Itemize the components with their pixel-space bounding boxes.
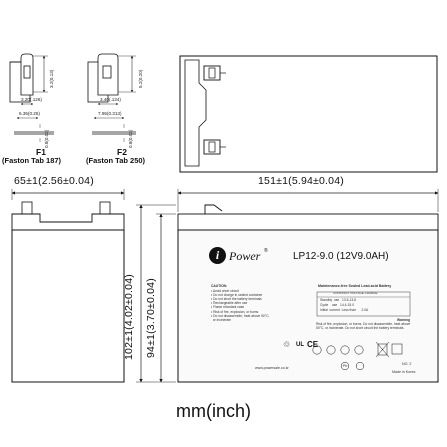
pb-label: Pb (343, 364, 348, 368)
recycle-icon: ♲ (283, 340, 291, 349)
terminal-f2-drawing (87, 53, 136, 142)
warning-line-1: 50°C, or incinerate. Do not short circui… (316, 326, 405, 330)
brand-registered-mark: ® (264, 248, 268, 254)
f2-desc: (Faston Tab 250) (86, 156, 146, 165)
f1-dim-d: 3.2(0.13) (49, 69, 54, 88)
f1-desc: (Faston Tab 187) (2, 156, 62, 165)
dimension-lines (11, 189, 439, 383)
ce-mark-icon: CE (307, 340, 319, 349)
charge-row-0: Standby use 13.5-13.8 (320, 298, 356, 302)
f1-dim-a: 3.20(.126) (21, 97, 42, 102)
label-subtitle: Maintenance-free Sealed Lead-acid Batter… (318, 284, 392, 288)
caution-item: • Do not charge in sealed container (211, 293, 263, 298)
side-view-drawing (11, 201, 125, 383)
caution-title: CAUTION: (211, 284, 228, 288)
voltage-header: CONSTANT VOLTAGE CHARGE (333, 291, 378, 295)
caution-item: or incinerate (211, 317, 231, 322)
f2-dim-d: 5.2(0.20) (138, 69, 143, 88)
made-in: Made in Korea (392, 370, 416, 374)
f1-dim-c: 0.8(0.03) (44, 129, 49, 148)
warning-line-0: Risk of fire, explosion, or burns. Do no… (316, 322, 411, 326)
caution-item: • Do not disassemble, heat above 50°C, (211, 313, 270, 318)
website: www.powersale.co.kr (255, 366, 289, 370)
caution-item: • Flame retardant case (211, 305, 245, 310)
dimension-length: 151±1(5.94±0.04) (258, 175, 344, 187)
f1-dim-b: 6.35(0.25) (19, 111, 40, 116)
dimension-case-height: 94±1(3.70±0.04) (145, 278, 157, 358)
caution-item: • Rechargeable after use (211, 301, 248, 306)
dimension-total-height: 102±1(4.02±0.04) (123, 274, 135, 360)
ul-mark-icon: UL (296, 342, 304, 348)
charge-row-2: Initial current Less than 2.0A (320, 308, 369, 312)
f2-dim-c: 0.8(0.03) (128, 129, 133, 148)
charge-row-1: Cycle use 14.4-15.0 (320, 303, 354, 307)
caution-item: • Avoid short circuit (211, 289, 239, 293)
f2-dim-b: 7.95(0.313) (98, 111, 122, 116)
caution-item: • Do not short the battery terminals (211, 297, 262, 302)
brand-logo-icon: i (209, 247, 226, 264)
f2-name: F2 (117, 147, 127, 157)
lot-number: NO. 2 (402, 362, 412, 366)
top-view-drawing (179, 55, 438, 173)
caution-item: • Risk of fire, explosion, or burns (211, 309, 259, 314)
brand-name: Power (229, 249, 261, 263)
units-caption: mm(inch) (176, 401, 251, 421)
dimension-width: 65±1(2.56±0.04) (14, 175, 94, 187)
f1-name: F1 (36, 147, 46, 157)
f2-dim-a: 3.40(.134) (100, 97, 121, 102)
warning-title: Warning (397, 318, 411, 322)
terminal-f1-drawing (9, 53, 54, 142)
caution-list: • Avoid short circuit• Do not charge in … (211, 289, 311, 322)
model-name: LP12-9.0 (12V9.0AH) (293, 251, 389, 262)
